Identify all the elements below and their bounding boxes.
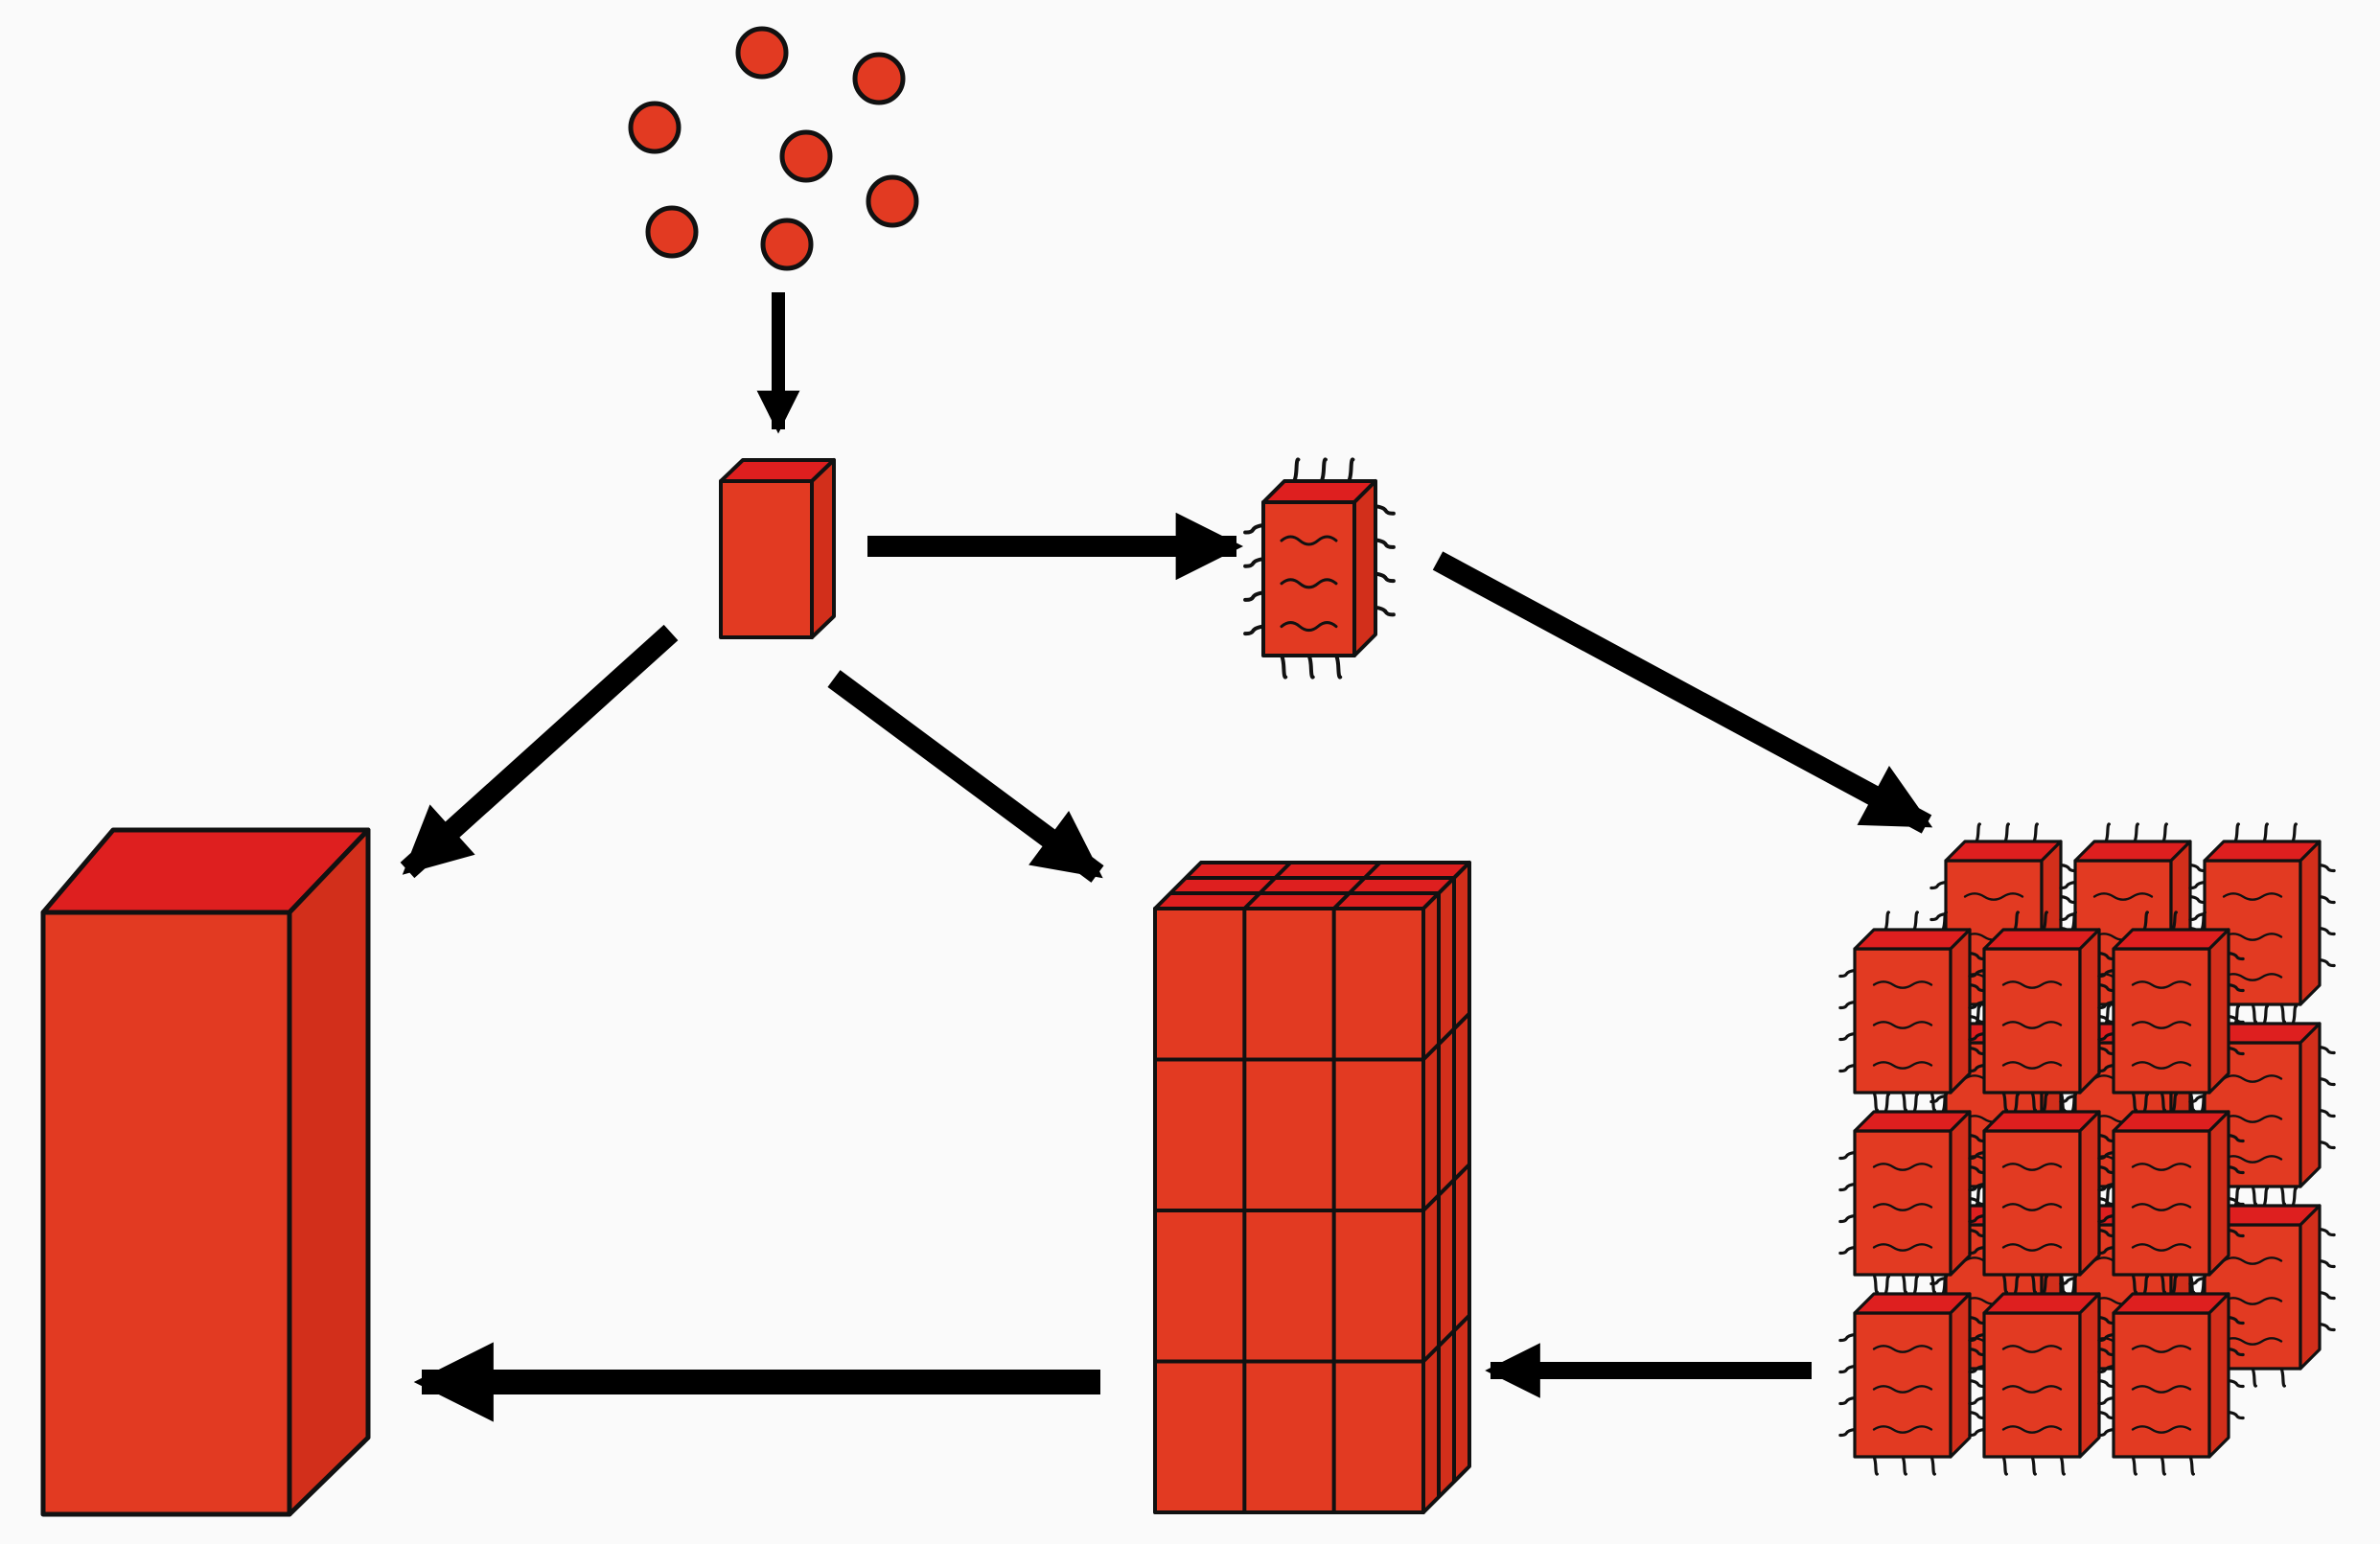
- nanoparticle-dot: [852, 52, 906, 105]
- ligand-capped-cube: [2097, 1093, 2245, 1294]
- ligand-capped-cube: [2097, 1275, 2245, 1476]
- ligand-capped-cube: [1838, 910, 1986, 1112]
- nanoparticle-dot: [628, 101, 682, 154]
- mesocrystal-grid-block-icon: [1153, 861, 1471, 1514]
- ligand-capped-cube: [1968, 1275, 2115, 1476]
- ligand-capped-cube: [1243, 457, 1396, 680]
- ligand-capped-cube: [2097, 910, 2245, 1112]
- ligand-capped-cube: [1968, 1093, 2115, 1294]
- superlattice-front-layer: [1838, 910, 2245, 1476]
- nanoparticle-cluster-icon: [628, 26, 919, 271]
- bulk-crystal-block-icon: [40, 827, 371, 1517]
- arrow-nanocrystal-to-bulk: [400, 624, 679, 879]
- nanocrystal-cube-icon: [719, 458, 836, 639]
- pathway-arrows: [400, 292, 1933, 1422]
- ligand-capped-cube: [2188, 822, 2336, 1024]
- nanoparticle-dot: [645, 205, 699, 259]
- nanoparticle-dot: [760, 218, 814, 271]
- arrow-nanocrystal-to-mesocrystal: [827, 670, 1104, 883]
- ligand-capped-superlattice-icon: [1838, 822, 2336, 1476]
- ligand-capped-cube: [1838, 1093, 1986, 1294]
- arrow-capped-to-superlattice: [1432, 551, 1933, 834]
- nanoparticle-dot: [866, 174, 919, 228]
- ligand-capped-cube-icon: [1243, 457, 1396, 680]
- ligand-capped-cube: [1968, 910, 2115, 1112]
- nanoparticle-dot: [735, 26, 789, 80]
- nanoparticle-dot: [779, 129, 833, 183]
- ligand-capped-cube: [1838, 1275, 1986, 1476]
